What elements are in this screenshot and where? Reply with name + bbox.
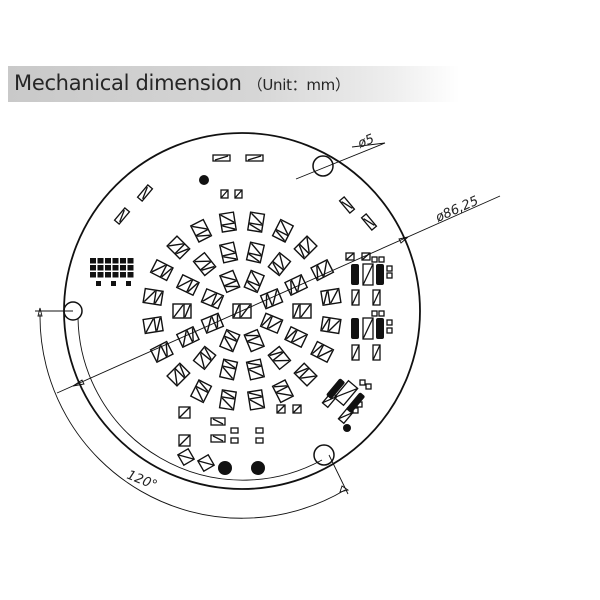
led-package [271,379,295,404]
led-package [192,345,217,371]
fiducial-right [343,424,351,432]
led-package [166,362,191,387]
angle-dimension [35,307,350,519]
bottom-components [176,404,302,473]
angle-label: 120° [125,468,160,494]
led-package [284,325,309,349]
led-package [172,303,192,319]
led-package [232,303,252,319]
led-package [293,362,318,387]
led-package [267,345,292,371]
led-package [175,325,200,349]
led-package [149,340,174,364]
section-header-banner: Mechanical dimension （Unit：mm） [8,66,460,102]
led-package [142,287,164,307]
led-package [166,235,191,260]
board-diameter-label: ø86,25 [433,194,481,226]
fiducial-top [199,175,209,185]
led-array [142,211,342,411]
led-package [200,312,225,335]
fiducial-bottom-left [218,461,232,475]
led-package [243,328,266,353]
led-package [149,258,174,282]
led-package [189,218,213,243]
led-package [259,287,284,310]
led-package [267,251,292,277]
led-package [320,287,342,307]
led-package [246,211,266,233]
led-package [218,328,241,353]
fiducial-bottom-right [251,461,265,475]
led-package [320,315,342,335]
title-text: Mechanical dimension [14,71,242,95]
led-package [284,273,309,297]
mounting-holes [63,155,335,466]
left-connector-block [90,258,134,286]
led-package [246,389,266,411]
led-package [271,218,295,243]
led-package [142,315,164,335]
mounting-hole-bottom-right [313,444,335,466]
led-package [292,303,312,319]
driver-ic-pins [326,264,384,413]
mounting-hole-top-right [312,155,334,177]
led-package [259,312,284,335]
led-package [243,269,266,294]
led-package [218,211,238,233]
led-package [218,241,239,264]
hole-diameter-label: ø5 [355,132,377,152]
led-package [218,389,238,411]
led-package [218,269,241,294]
top-components [113,154,378,231]
unit-label: （Unit：mm） [247,76,350,94]
led-package [310,258,335,282]
board-diameter-dimension [56,195,501,394]
led-package [245,358,266,381]
led-package [189,379,213,404]
led-package [293,235,318,260]
led-package [245,241,266,264]
hole-diameter-dimension [295,142,386,180]
led-package [200,287,225,310]
led-package [192,251,217,277]
led-package [310,340,335,364]
led-package [218,358,239,381]
led-package [175,273,200,297]
section-title: Mechanical dimension （Unit：mm） [14,71,350,95]
driver-components [321,252,393,425]
